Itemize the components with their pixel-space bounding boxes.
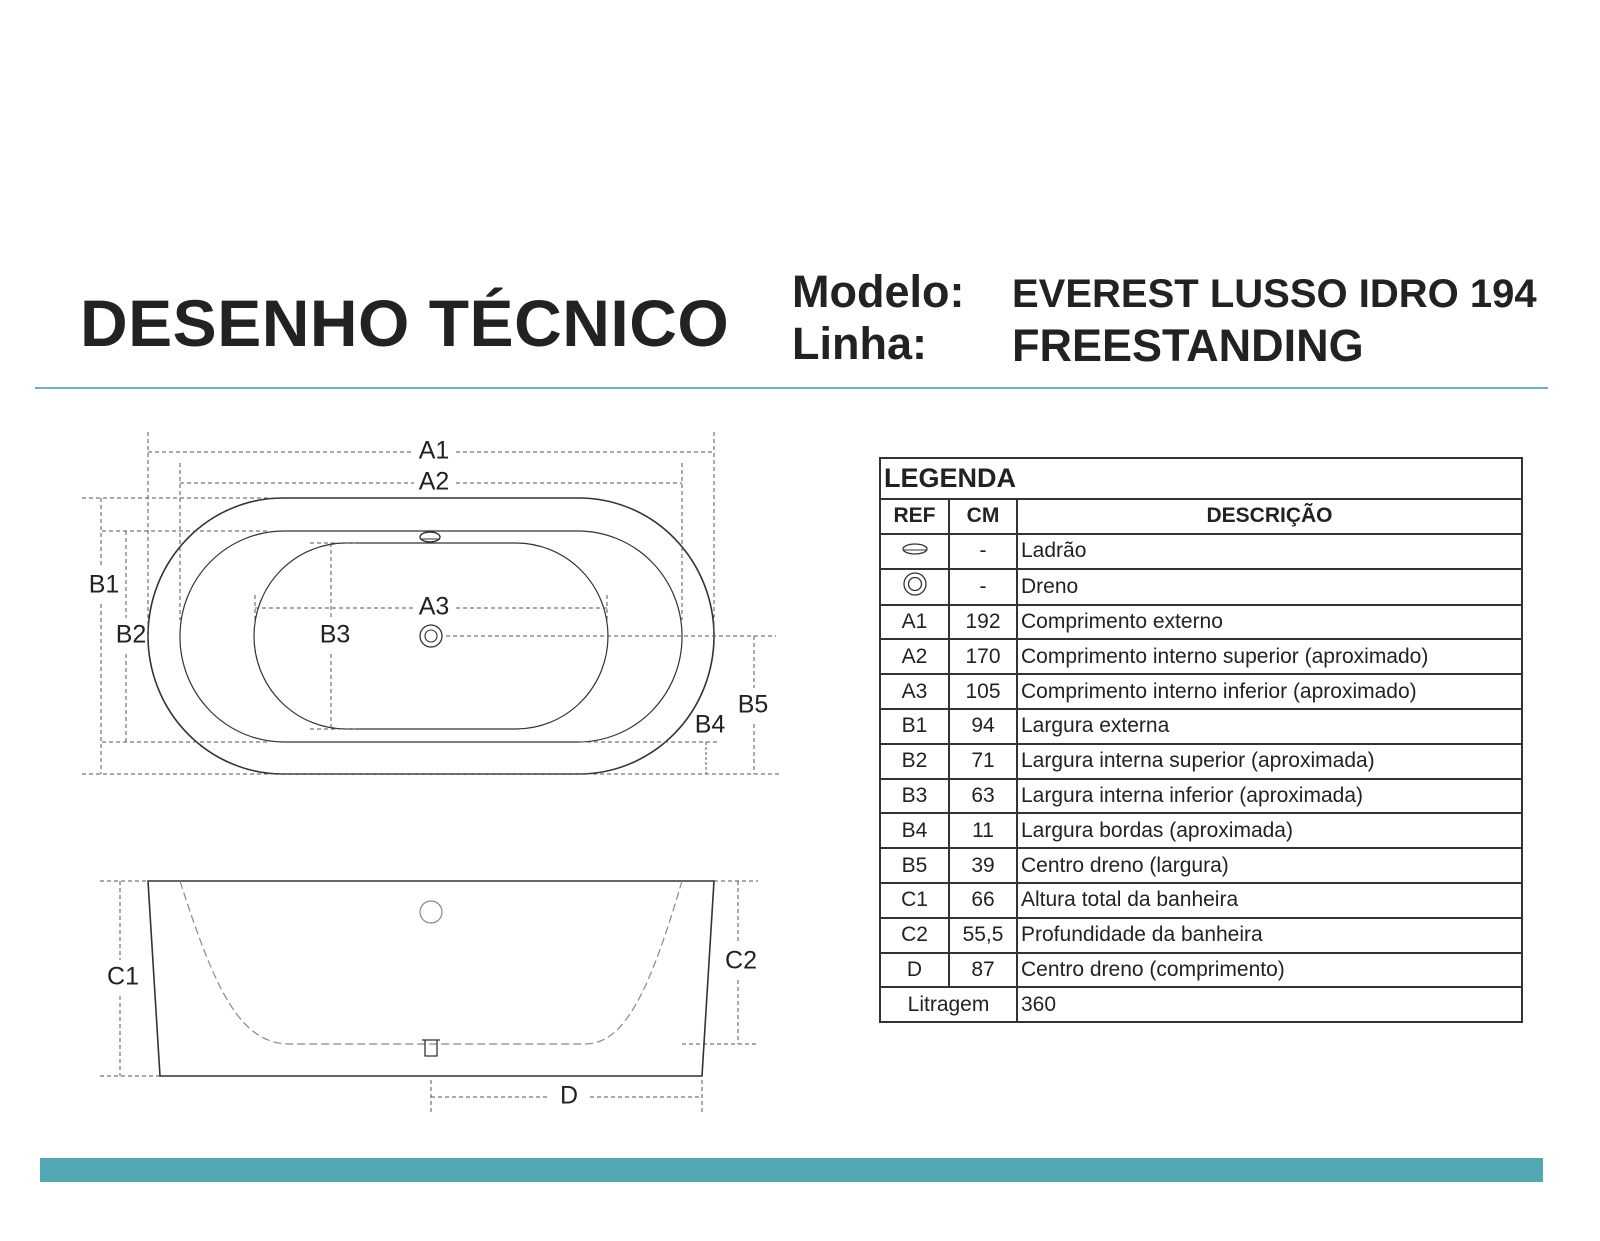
label-b3: B3 [320,621,351,649]
desc-cell: Largura interna superior (aproximada) [1016,742,1523,780]
desc-cell: Comprimento interno inferior (aproximado… [1016,673,1523,710]
label-a1: A1 [419,437,450,465]
cm-cell: - [948,567,1018,606]
label-a3: A3 [419,593,450,621]
desc-cell: Altura total da banheira [1016,881,1523,919]
cm-cell: 66 [948,881,1018,919]
desc-cell: Dreno [1016,567,1523,606]
ref-cell: A1 [879,603,950,641]
desc-cell: Largura interna inferior (aproximada) [1016,777,1523,815]
overflow-icon [419,531,441,543]
ref-cell: B1 [879,707,950,745]
ref-cell: B3 [879,777,950,815]
line-value: FREESTANDING [1012,320,1364,371]
desc-cell: Comprimento interno superior (aproximado… [1016,638,1523,676]
cm-cell: 55,5 [948,916,1018,954]
model-value: EVEREST LUSSO IDRO 194 [1012,272,1537,316]
volume-label: Litragem [879,986,1018,1024]
desc-cell: Centro dreno (largura) [1016,847,1523,884]
ref-cell: A3 [879,673,950,710]
line-label: Linha: [792,318,927,369]
label-b2: B2 [116,621,147,649]
desc-cell: Largura bordas (aproximada) [1016,812,1523,850]
label-b4: B4 [695,711,726,739]
desc-cell: Largura externa [1016,707,1523,745]
side-outline [147,880,715,1077]
dimension-lines [82,432,780,1115]
label-c2: C2 [725,947,757,975]
cm-cell: 39 [948,847,1018,884]
col-cm: CM [948,498,1018,535]
ref-cell: A2 [879,638,950,676]
legend-title: LEGENDA [879,457,1523,500]
label-b1: B1 [89,571,120,599]
desc-cell: Ladrão [1016,532,1523,570]
label-b5: B5 [738,691,769,719]
ref-cell: D [879,951,950,989]
overflow-side-icon [419,900,443,924]
col-ref: REF [879,498,950,535]
technical-drawing: A1 A2 A3 B1 B2 B3 B4 B5 C1 C2 D [82,432,780,1115]
page-title: DESENHO TÉCNICO [80,286,730,360]
volume-value: 360 [1016,986,1523,1024]
table-row: -Dreno [879,567,1523,606]
inner-upper-edge [179,530,683,743]
cm-cell: 11 [948,812,1018,850]
inner-profile [179,880,683,1045]
cm-cell: 94 [948,707,1018,745]
table-row: -Ladrão [879,532,1523,570]
cm-cell: 192 [948,603,1018,641]
ref-cell: B4 [879,812,950,850]
desc-cell: Comprimento externo [1016,603,1523,641]
cm-cell: 170 [948,638,1018,676]
ref-cell: B2 [879,742,950,780]
model-label: Modelo: [792,266,965,317]
cm-cell: 63 [948,777,1018,815]
drain-side-icon [422,1039,440,1057]
ref-cell: B5 [879,847,950,884]
ref-cell: C2 [879,916,950,954]
desc-cell: Profundidade da banheira [1016,916,1523,954]
footer-bar [40,1158,1543,1182]
cm-cell: 71 [948,742,1018,780]
drain-icon [879,567,950,606]
label-c1: C1 [107,963,139,991]
cm-cell: 105 [948,673,1018,710]
ref-cell: C1 [879,881,950,919]
table-row-volume: Litragem 360 [879,986,1523,1024]
cm-cell: - [948,532,1018,570]
header-divider [35,387,1548,389]
label-d: D [560,1082,578,1110]
col-desc: DESCRIÇÃO [1016,498,1523,535]
desc-cell: Centro dreno (comprimento) [1016,951,1523,989]
label-a2: A2 [419,468,450,496]
overflow-icon [879,532,950,570]
side-view [147,880,715,1077]
drain-icon [419,624,443,648]
cm-cell: 87 [948,951,1018,989]
